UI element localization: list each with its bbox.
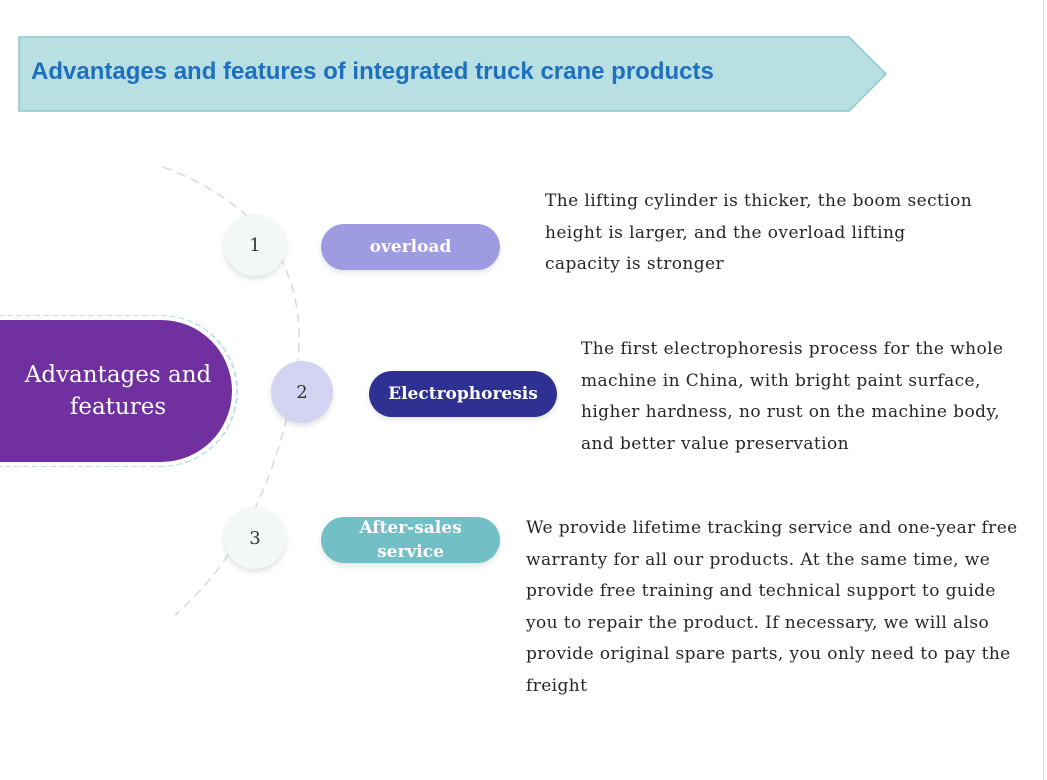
page-edge-rule bbox=[1043, 0, 1044, 780]
feature-description-electrophoresis: The first electrophoresis process for th… bbox=[581, 339, 1004, 454]
feature-pill-electrophoresis: Electrophoresis bbox=[369, 371, 557, 417]
feature-pill-overload: overload bbox=[321, 224, 500, 270]
feature-pill-label: Electrophoresis bbox=[388, 384, 538, 404]
feature-description-overload: The lifting cylinder is thicker, the boo… bbox=[545, 191, 973, 275]
feature-pill-label: overload bbox=[369, 237, 452, 257]
hub-dashed-frame bbox=[0, 315, 238, 467]
hub-label: Advantages and features bbox=[24, 362, 212, 420]
page-title: Advantages and features of integrated tr… bbox=[31, 58, 714, 85]
step-number-3: 3 bbox=[224, 507, 286, 569]
center-hub: Advantages and features bbox=[0, 320, 232, 462]
title-banner: Advantages and features of integrated tr… bbox=[0, 0, 1047, 140]
step-number-2: 2 bbox=[271, 361, 333, 423]
feature-description-after-sales: We provide lifetime tracking service and… bbox=[526, 518, 1018, 696]
banner-arrow-shape bbox=[18, 36, 888, 112]
step-number-1: 1 bbox=[224, 214, 286, 276]
feature-pill-after-sales: After-sales service bbox=[321, 517, 500, 563]
feature-pill-label: After-sales service bbox=[359, 518, 462, 562]
